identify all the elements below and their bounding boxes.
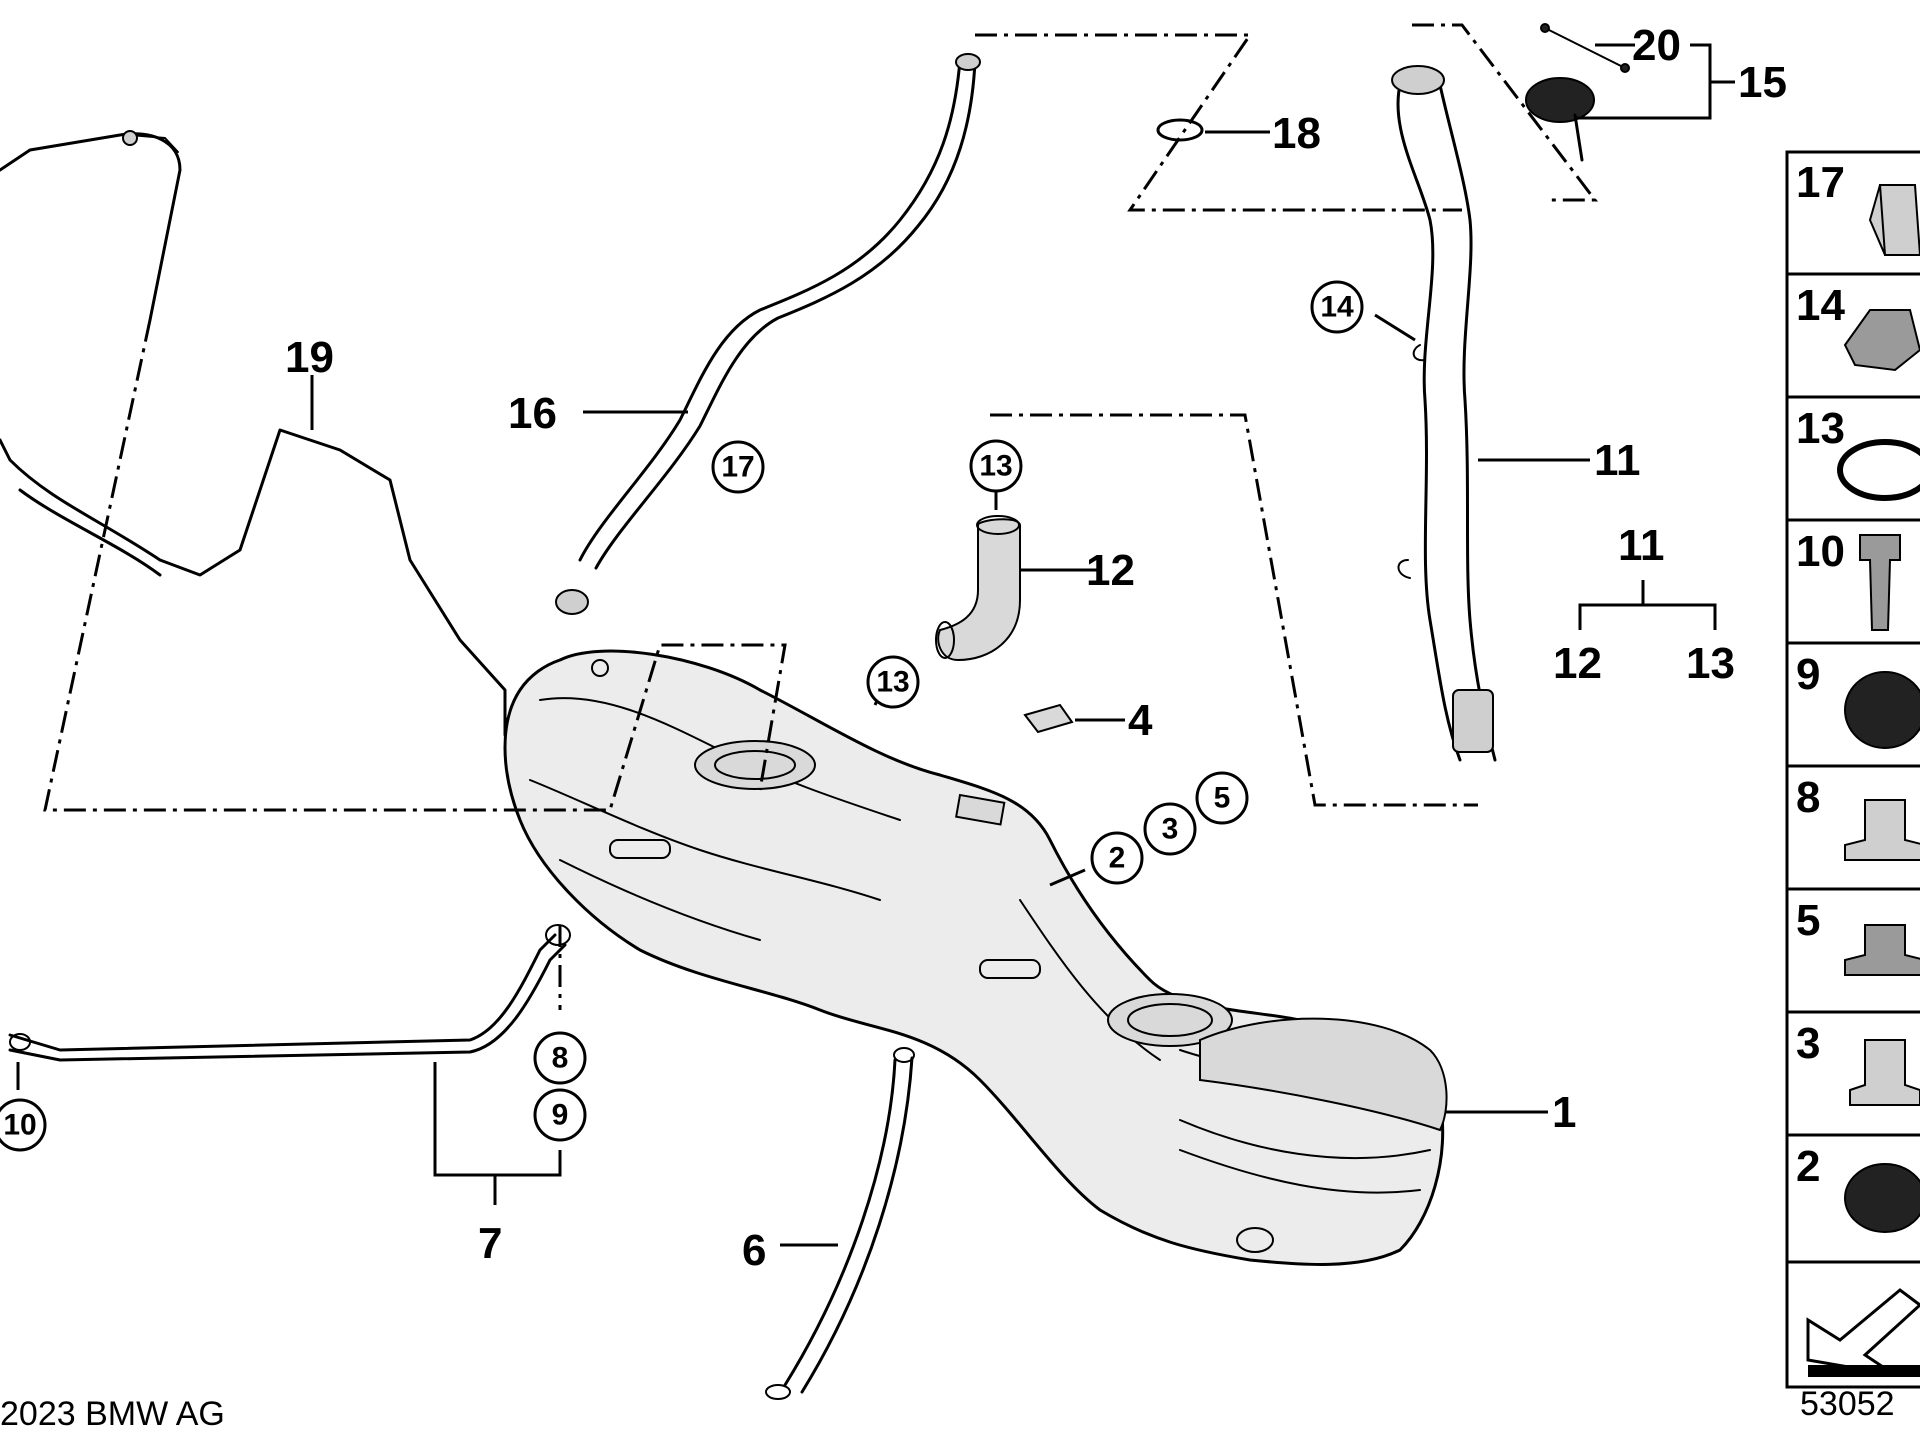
svg-text:3: 3 — [1162, 813, 1179, 846]
circled-10: 10 — [0, 1098, 47, 1152]
circled-14: 14 — [1310, 280, 1364, 334]
bushing-icon — [1844, 799, 1920, 861]
sidebar-item-10: 10 — [1796, 527, 1901, 631]
circled-9: 9 — [533, 1088, 587, 1142]
svg-text:17: 17 — [1796, 158, 1845, 207]
svg-text:14: 14 — [1320, 291, 1354, 324]
rubber-grommet-icon — [1844, 1163, 1920, 1233]
svg-text:8: 8 — [1796, 773, 1820, 822]
filler-neck — [1391, 65, 1497, 762]
hose-12 — [935, 515, 1021, 662]
image-number: 53052 — [1800, 1385, 1895, 1423]
callout-18: 18 — [1272, 109, 1321, 158]
callout-19: 19 — [285, 333, 334, 382]
circled-5: 5 — [1195, 771, 1249, 825]
pad-4 — [1023, 703, 1074, 734]
circled-13-mid: 13 — [866, 655, 920, 709]
flange-nut-icon — [1844, 924, 1920, 976]
callout-13-group: 13 — [1686, 639, 1735, 688]
fuel-tank — [503, 649, 1448, 1266]
callout-1: 1 — [1552, 1088, 1576, 1137]
sidebar-item-14: 14 — [1796, 281, 1920, 372]
callout-20: 20 — [1632, 21, 1681, 70]
sidebar-item-5: 5 — [1796, 896, 1920, 976]
svg-text:10: 10 — [3, 1109, 36, 1142]
callout-12-group: 12 — [1553, 639, 1602, 688]
circled-17: 17 — [711, 440, 765, 494]
clip-icon — [1868, 184, 1920, 256]
svg-text:2: 2 — [1796, 1142, 1820, 1191]
svg-text:3: 3 — [1796, 1019, 1820, 1068]
pipe-19 — [0, 130, 507, 737]
svg-text:17: 17 — [721, 451, 754, 484]
svg-text:13: 13 — [876, 666, 909, 699]
svg-text:10: 10 — [1796, 527, 1845, 576]
circled-13-top: 13 — [969, 439, 1023, 493]
hose-clamp-icon — [1837, 439, 1920, 501]
strap-6 — [765, 1047, 915, 1400]
bolt-icon — [1859, 534, 1901, 631]
copyright-text: 2023 BMW AG — [0, 1395, 225, 1433]
svg-text:14: 14 — [1796, 281, 1845, 330]
svg-text:2: 2 — [1109, 842, 1126, 875]
sidebar-item-9: 9 — [1796, 650, 1920, 749]
circled-2: 2 — [1090, 831, 1144, 885]
nut-icon — [1843, 309, 1920, 372]
sidebar-item-3: 3 — [1796, 1019, 1920, 1106]
leader-lines — [16, 43, 1735, 1247]
circled-8: 8 — [533, 1031, 587, 1085]
sidebar-item-2: 2 — [1796, 1142, 1920, 1233]
hardware-sidebar: 17 14 13 10 9 8 5 3 — [1785, 150, 1920, 1389]
sidebar-item-8: 8 — [1796, 773, 1920, 861]
callout-11: 11 — [1594, 436, 1641, 485]
dash-groups — [43, 23, 1599, 1010]
sidebar-item-17: 17 — [1796, 158, 1920, 256]
callout-15: 15 — [1738, 58, 1787, 107]
sidebar-item-13: 13 — [1796, 404, 1920, 501]
strap-7 — [8, 924, 571, 1062]
front-direction-arrow-icon — [1806, 1288, 1920, 1377]
seal-18 — [1156, 118, 1204, 142]
callout-11-group: 11 — [1618, 521, 1665, 570]
callout-7: 7 — [478, 1219, 502, 1268]
callout-6: 6 — [742, 1226, 766, 1275]
spacer-icon — [1849, 1039, 1920, 1106]
callout-4: 4 — [1128, 696, 1153, 745]
vent-line — [555, 53, 981, 615]
svg-text:9: 9 — [552, 1099, 569, 1132]
svg-text:13: 13 — [1796, 404, 1845, 453]
svg-text:5: 5 — [1214, 782, 1231, 815]
callout-12: 12 — [1086, 546, 1135, 595]
svg-text:8: 8 — [552, 1042, 569, 1075]
circled-3: 3 — [1143, 802, 1197, 856]
callout-16: 16 — [508, 389, 557, 438]
svg-text:9: 9 — [1796, 650, 1820, 699]
svg-text:5: 5 — [1796, 896, 1820, 945]
grommet-icon — [1844, 671, 1920, 749]
svg-text:13: 13 — [979, 450, 1012, 483]
filler-cap — [1525, 23, 1630, 162]
